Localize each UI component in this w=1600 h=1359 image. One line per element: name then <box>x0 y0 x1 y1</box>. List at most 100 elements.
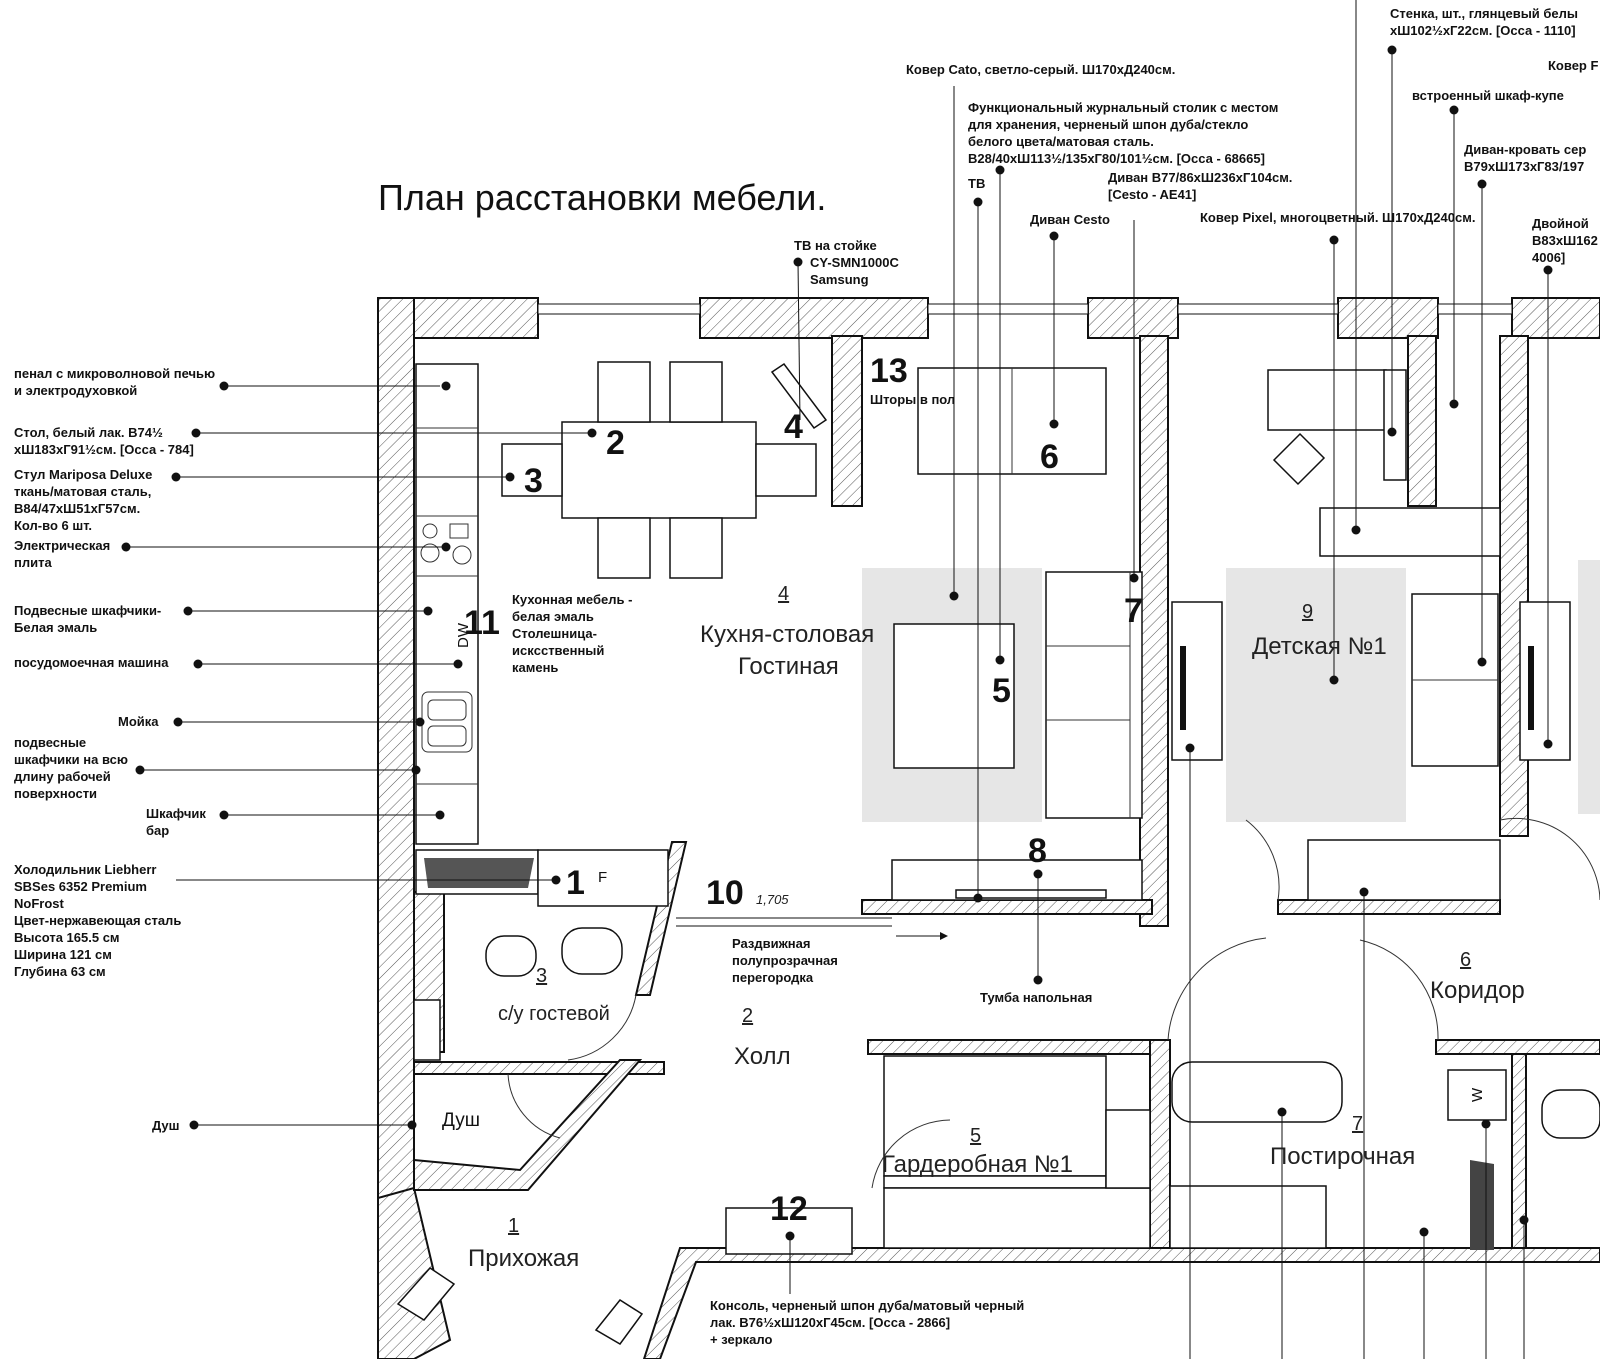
room-num-9: 9 <box>1302 601 1313 623</box>
left-note-7-3: поверхности <box>14 786 97 801</box>
note-coffee-table-1: Функциональный журнальный столик с место… <box>968 100 1278 115</box>
room-num-1: 1 <box>508 1215 519 1237</box>
room-num-3: 3 <box>536 965 547 987</box>
note-double-3: 4006] <box>1532 250 1565 265</box>
note-kitchen-2: белая эмаль <box>512 609 594 624</box>
note-console-2: лак. В76½хШ120хГ45см. [Осса - 2866] <box>710 1315 950 1330</box>
room-name-4b: Гостиная <box>738 653 839 680</box>
left-note-9-6: Глубина 63 см <box>14 964 106 979</box>
left-note-8-1: бар <box>146 823 169 838</box>
left-note-9-4: Высота 165.5 см <box>14 930 120 945</box>
left-note-5-0: посудомоечная машина <box>14 655 169 670</box>
left-note-7-2: длину рабочей <box>14 769 111 784</box>
left-note-9-1: SBSes 6352 Premium <box>14 879 147 894</box>
note-double-2: В83хШ162 <box>1532 233 1598 248</box>
dimension-label: 1,705 <box>756 892 789 907</box>
walls <box>377 297 1600 1359</box>
marker-3: 3 <box>524 462 543 500</box>
note-wall-unit-1: Стенка, шт., глянцевый белы <box>1390 6 1578 21</box>
rug-right <box>1578 560 1600 814</box>
note-wardrobe: встроенный шкаф-купе <box>1412 88 1564 103</box>
note-rug-cato: Ковер Cato, светло-серый. Ш170хД240см. <box>906 62 1175 77</box>
left-note-6-0: Мойка <box>118 714 159 729</box>
room-name-1: Прихожая <box>468 1245 579 1272</box>
left-note-0-0: пенал с микроволновой печью <box>14 366 215 381</box>
marker-12: 12 <box>770 1190 808 1228</box>
left-note-7-1: шкафчики на всю <box>14 752 128 767</box>
markers: 1 2 3 4 5 6 7 8 10 11 12 13 <box>464 352 1143 1228</box>
left-note-3-0: Электрическая <box>14 538 110 553</box>
left-note-4-0: Подвесные шкафчики- <box>14 603 161 618</box>
left-note-9-0: Холодильник Liebherr <box>14 862 156 877</box>
left-note-9-2: NoFrost <box>14 896 65 911</box>
room-name-3: с/у гостевой <box>498 1003 610 1025</box>
left-note-4-1: Белая эмаль <box>14 620 97 635</box>
marker-5: 5 <box>992 672 1011 710</box>
furniture <box>396 361 1600 1345</box>
note-rug-right: Ковер F <box>1548 58 1598 73</box>
note-tv: ТВ <box>968 176 985 191</box>
note-sliding-3: перегородка <box>732 970 814 985</box>
room-name-9: Детская №1 <box>1252 633 1387 660</box>
marker-1: 1 <box>566 864 585 902</box>
left-note-3-1: плита <box>14 555 52 570</box>
dw-label: DW <box>455 622 472 648</box>
left-note-7-0: подвесные <box>14 735 86 750</box>
marker-8: 8 <box>1028 832 1047 870</box>
marker-2: 2 <box>606 424 625 462</box>
note-wall-unit-2: хШ102½хГ22см. [Осса - 1110] <box>1390 23 1576 38</box>
f-label: F <box>598 869 607 886</box>
note-console-1: Консоль, черненый шпон дуба/матовый черн… <box>710 1298 1024 1313</box>
doors <box>507 817 1600 1189</box>
left-note-0-1: и электродуховкой <box>14 383 137 398</box>
room-num-6: 6 <box>1460 949 1471 971</box>
left-note-10-0: Душ <box>152 1118 180 1133</box>
marker-10: 10 <box>706 874 744 912</box>
note-kitchen-4: искcственный <box>512 643 604 658</box>
room-num-5: 5 <box>970 1125 981 1147</box>
note-kitchen-5: камень <box>512 660 558 675</box>
note-rug-pixel: Ковер Pixel, многоцветный. Ш170хД240см. <box>1200 210 1475 225</box>
rug-pixel <box>1226 568 1406 822</box>
note-kitchen-1: Кухонная мебель - <box>512 592 632 607</box>
room-name-2: Холл <box>734 1043 791 1070</box>
note-coffee-table-2: для хранения, черненый шпон дуба/стекло <box>968 117 1248 132</box>
note-tv-stand-2: CY-SMN1000C <box>810 255 899 270</box>
left-note-1-0: Стол, белый лак. В74½ <box>14 425 163 440</box>
room-num-4: 4 <box>778 583 789 605</box>
curtains-label: Шторы в пол <box>870 392 955 407</box>
note-double-1: Двойной <box>1532 216 1589 231</box>
note-console-3: + зеркало <box>710 1332 772 1347</box>
room-name-4a: Кухня-столовая <box>700 621 874 648</box>
left-note-2-1: ткань/матовая сталь, <box>14 484 151 499</box>
w-label: W <box>1469 1087 1486 1102</box>
left-note-8-0: Шкафчик <box>146 806 206 821</box>
left-note-2-3: Кол-во 6 шт. <box>14 518 92 533</box>
marker-6: 6 <box>1040 438 1059 476</box>
note-sliding-1: Раздвижная <box>732 936 810 951</box>
left-note-2-2: В84/47хШ51хГ57см. <box>14 501 140 516</box>
note-sofa-cesto-2: [Cesto - AE41] <box>1108 187 1196 202</box>
note-coffee-table-3: белого цвета/матовая сталь. <box>968 134 1154 149</box>
note-sofa-bed-2: В79хШ173хГ83/197 <box>1464 159 1584 174</box>
room-num-2: 2 <box>742 1005 753 1027</box>
center-notes: Кухонная мебель - белая эмаль Столешница… <box>512 592 1092 1347</box>
shower-label: Душ <box>442 1110 480 1131</box>
note-tv-stand-1: ТВ на стойке <box>794 238 877 253</box>
room-name-6: Коридор <box>1430 977 1525 1004</box>
note-sofa-cesto-label: Диван Cesto <box>1030 212 1110 227</box>
leader-lines <box>126 0 1549 1359</box>
room-name-5: Гардеробная №1 <box>882 1151 1073 1178</box>
room-num-7: 7 <box>1352 1113 1363 1135</box>
note-floor-cabinet: Тумба напольная <box>980 990 1092 1005</box>
marker-13: 13 <box>870 352 908 390</box>
left-note-9-5: Ширина 121 см <box>14 947 112 962</box>
marker-11: 11 <box>464 604 500 642</box>
note-kitchen-3: Столешница- <box>512 626 597 641</box>
leader-dots <box>121 45 1553 1241</box>
left-notes: пенал с микроволновой печью и электродух… <box>14 366 215 1133</box>
note-sofa-bed-1: Диван-кровать сер <box>1464 142 1586 157</box>
room-labels: 1 Прихожая 2 Холл 3 с/у гостевой 4 Кухня… <box>468 583 1525 1272</box>
note-sofa-cesto-1: Диван В77/86хШ236хГ104см. <box>1108 170 1292 185</box>
